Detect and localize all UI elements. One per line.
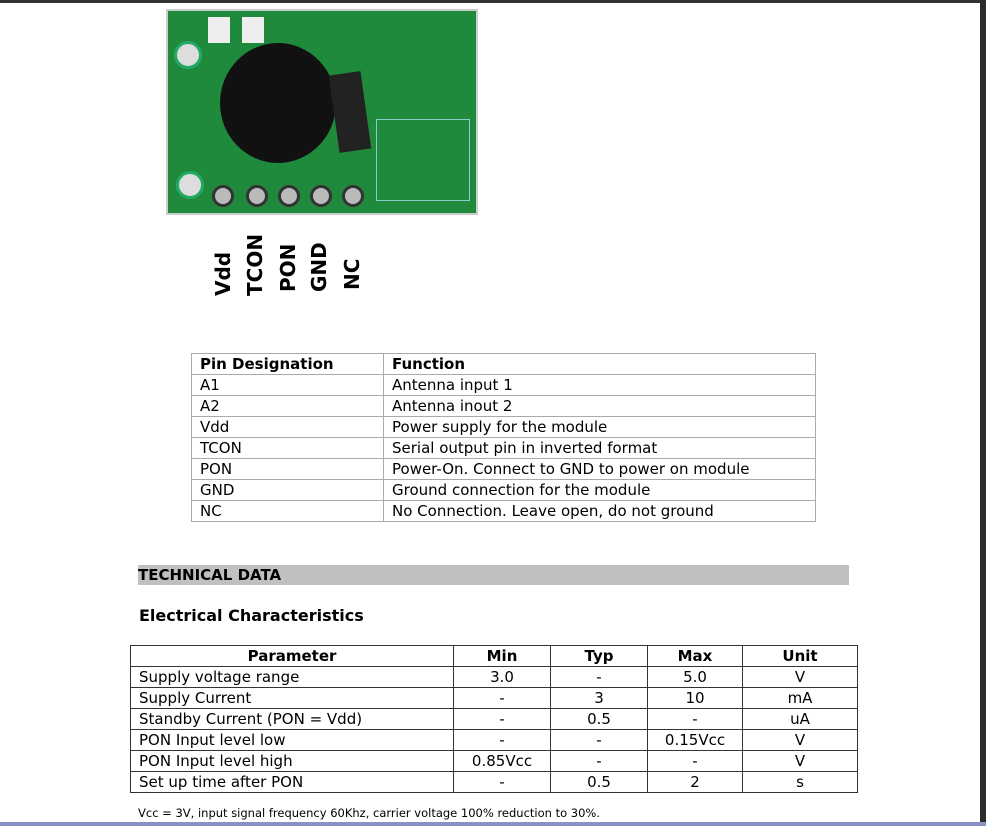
pin-label: TCON	[243, 233, 267, 296]
table-cell: PON	[191, 458, 384, 480]
window-top-edge	[0, 0, 986, 3]
window-bottom-edge	[0, 822, 986, 826]
table-header-row: Pin Designation Function	[191, 353, 816, 375]
table-cell: 0.85Vcc	[453, 750, 551, 772]
table-cell: -	[453, 729, 551, 751]
table-cell: Power supply for the module	[383, 416, 816, 438]
table-cell: V	[742, 729, 858, 751]
table-cell: mA	[742, 687, 858, 709]
window-right-edge	[980, 0, 986, 826]
table-cell: Supply voltage range	[130, 666, 454, 688]
pin-label: Vdd	[211, 251, 235, 296]
table-cell: 0.5	[550, 771, 648, 793]
table-cell: -	[647, 750, 743, 772]
table-cell: GND	[191, 479, 384, 501]
table-cell: PON Input level high	[130, 750, 454, 772]
column-header: Max	[647, 645, 743, 667]
table-cell: A1	[191, 374, 384, 396]
column-header: Parameter	[130, 645, 454, 667]
table-cell: TCON	[191, 437, 384, 459]
table-cell: Antenna inout 2	[383, 395, 816, 417]
column-header: Typ	[550, 645, 648, 667]
column-header: Function	[383, 353, 816, 375]
table-cell: s	[742, 771, 858, 793]
table-cell: Set up time after PON	[130, 771, 454, 793]
table-cell: -	[647, 708, 743, 730]
table-cell: PON Input level low	[130, 729, 454, 751]
pin-label: NC	[340, 258, 364, 290]
table-cell: 0.5	[550, 708, 648, 730]
table-cell: 10	[647, 687, 743, 709]
footnote: Vcc = 3V, input signal frequency 60Khz, …	[138, 806, 601, 820]
table-cell: 3	[550, 687, 648, 709]
table-cell: -	[550, 666, 648, 688]
table-cell: -	[453, 687, 551, 709]
table-row: Standby Current (PON = Vdd)-0.5-uA	[130, 708, 858, 730]
electrical-characteristics-table: Parameter Min Typ Max Unit Supply voltag…	[130, 645, 858, 793]
table-cell: 0.15Vcc	[647, 729, 743, 751]
table-cell: Vdd	[191, 416, 384, 438]
table-cell: V	[742, 666, 858, 688]
table-cell: 2	[647, 771, 743, 793]
column-header: Unit	[742, 645, 858, 667]
table-cell: Standby Current (PON = Vdd)	[130, 708, 454, 730]
table-cell: 5.0	[647, 666, 743, 688]
subsection-heading: Electrical Characteristics	[139, 606, 364, 625]
table-cell: NC	[191, 500, 384, 522]
pin-label: GND	[307, 242, 331, 292]
table-cell: Power-On. Connect to GND to power on mod…	[383, 458, 816, 480]
table-cell: Ground connection for the module	[383, 479, 816, 501]
section-heading: TECHNICAL DATA	[138, 565, 849, 585]
table-cell: Supply Current	[130, 687, 454, 709]
table-cell: A2	[191, 395, 384, 417]
table-cell: 3.0	[453, 666, 551, 688]
table-cell: -	[453, 708, 551, 730]
table-cell: -	[550, 729, 648, 751]
table-cell: uA	[742, 708, 858, 730]
table-cell: Antenna input 1	[383, 374, 816, 396]
table-cell: Serial output pin in inverted format	[383, 437, 816, 459]
pin-label: PON	[276, 243, 300, 292]
table-header-row: Parameter Min Typ Max Unit	[130, 645, 858, 667]
column-header: Min	[453, 645, 551, 667]
column-header: Pin Designation	[191, 353, 384, 375]
module-photo	[166, 9, 478, 215]
table-cell: No Connection. Leave open, do not ground	[383, 500, 816, 522]
table-cell: -	[550, 750, 648, 772]
table-cell: -	[453, 771, 551, 793]
table-cell: V	[742, 750, 858, 772]
